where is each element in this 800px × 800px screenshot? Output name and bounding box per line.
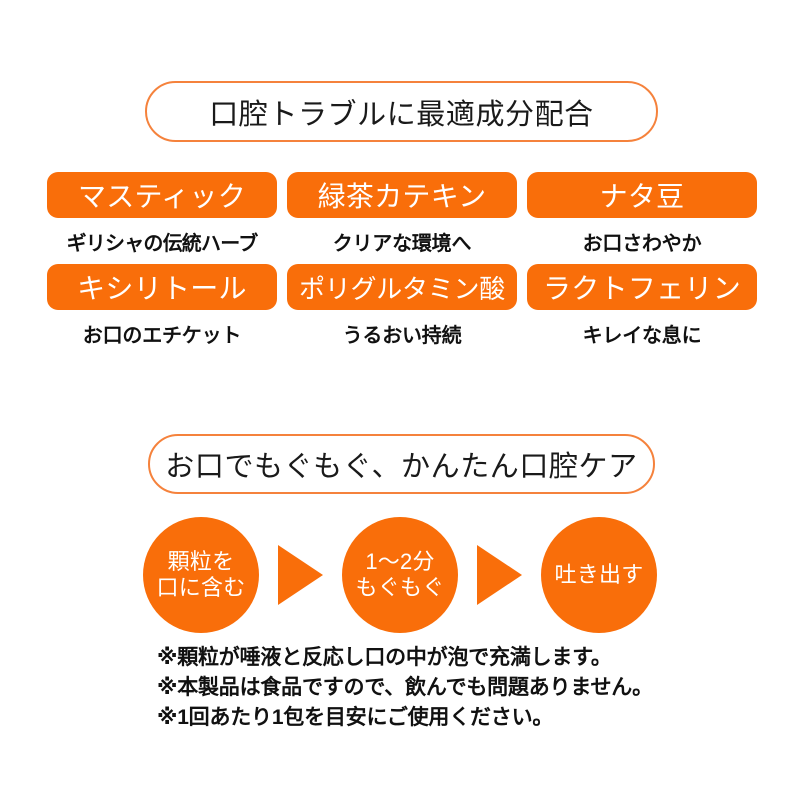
ingredient-item-green-tea-catechin: 緑茶カテキン クリアな環境へ (287, 172, 517, 256)
ingredient-item-polyglutamic-acid: ポリグルタミン酸 うるおい持続 (287, 264, 517, 348)
howto-section-heading: お口でもぐもぐ、かんたん口腔ケア (148, 434, 655, 494)
ingredient-caption-green-tea-catechin: クリアな環境へ (332, 233, 472, 255)
ingredient-item-nata-mame: ナタ豆 お口さわやか (527, 172, 757, 256)
step-1-line-2: 口に含む (156, 575, 246, 600)
ingredient-pill-label: ラクトフェリン (543, 273, 741, 304)
howto-steps: 顆粒を 口に含む 1〜2分 もぐもぐ 吐き出す (143, 517, 657, 633)
ingredient-pill-xylitol[interactable]: キシリトール (47, 264, 277, 310)
note-line-2: ※本製品は食品ですので、飲んでも問題ありません。 (157, 675, 653, 699)
ingredient-pill-label: キシリトール (77, 273, 247, 304)
ingredient-pill-label: ポリグルタミン酸 (299, 273, 505, 304)
ingredient-item-mastic: マスティック ギリシャの伝統ハーブ (47, 172, 277, 256)
ingredient-item-xylitol: キシリトール お口のエチケット (47, 264, 277, 348)
step-1-line-1: 顆粒を (167, 549, 235, 575)
ingredient-pill-green-tea-catechin[interactable]: 緑茶カテキン (287, 172, 517, 218)
step-circle-2: 1〜2分 もぐもぐ (342, 517, 458, 633)
ingredients-heading-text: 口腔トラブルに最適成分配合 (209, 98, 594, 131)
step-2-line-1: 1〜2分 (365, 549, 435, 575)
step-circle-3: 吐き出す (541, 517, 657, 633)
ingredient-caption-lactoferrin: キレイな息に (582, 325, 702, 347)
step-circle-1: 顆粒を 口に含む (143, 517, 259, 633)
ingredient-pill-label: マスティック (77, 181, 246, 212)
ingredient-pill-nata-mame[interactable]: ナタ豆 (527, 172, 757, 218)
howto-heading-text: お口でもぐもぐ、かんたん口腔ケア (165, 451, 638, 483)
ingredients-section-heading: 口腔トラブルに最適成分配合 (145, 81, 658, 142)
ingredient-caption-mastic: ギリシャの伝統ハーブ (66, 233, 259, 255)
ingredient-pill-label: ナタ豆 (599, 181, 685, 212)
ingredient-pill-mastic[interactable]: マスティック (47, 172, 277, 218)
ingredient-pill-lactoferrin[interactable]: ラクトフェリン (527, 264, 757, 310)
ingredient-item-lactoferrin: ラクトフェリン キレイな息に (527, 264, 757, 348)
note-line-3: ※1回あたり1包を目安にご使用ください。 (157, 705, 554, 729)
ingredient-grid: マスティック ギリシャの伝統ハーブ 緑茶カテキン クリアな環境へ ナタ豆 お口さ… (47, 172, 757, 348)
ingredient-caption-polyglutamic-acid: うるおい持続 (342, 325, 462, 347)
step-2-line-2: もぐもぐ (355, 575, 445, 600)
note-line-1: ※顆粒が唾液と反応し口の中が泡で充満します。 (157, 646, 612, 669)
triangle-right-icon (477, 545, 522, 605)
ingredient-caption-xylitol: お口のエチケット (82, 325, 242, 347)
ingredient-pill-label: 緑茶カテキン (317, 181, 487, 212)
ingredient-pill-polyglutamic-acid[interactable]: ポリグルタミン酸 (287, 264, 517, 310)
ingredient-caption-nata-mame: お口さわやか (582, 233, 702, 255)
triangle-right-icon (278, 545, 323, 605)
step-3-line-1: 吐き出す (554, 562, 644, 588)
howto-notes: ※顆粒が唾液と反応し口の中が泡で充満します。 ※本製品は食品ですので、飲んでも問… (157, 643, 717, 732)
